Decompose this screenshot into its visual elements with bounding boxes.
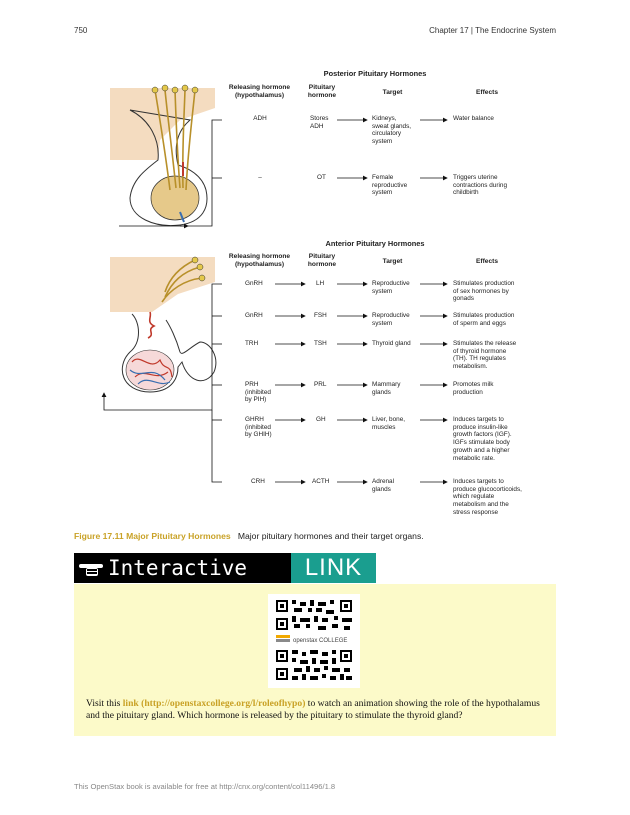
anterior-releasing-cell: GnRH (245, 312, 263, 319)
anterior-col-pituitary: Pituitary hormone (307, 253, 337, 268)
flow-arrows (101, 117, 448, 485)
anterior-pituitary-cell: PRL (314, 381, 327, 388)
anterior-releasing-cell: TRH (245, 340, 259, 347)
openstax-logo-text: openstax COLLEGE (293, 638, 347, 644)
anterior-effects-cell: Induces targets to produce glucocorticoi… (453, 478, 522, 516)
page-number: 750 (74, 26, 88, 35)
interactive-link-banner: Interactive LINK (74, 553, 376, 583)
anterior-pituitary-cell: ACTH (312, 478, 330, 485)
anterior-pituitary-cell: LH (316, 280, 325, 287)
anterior-effects-cell: Stimulates production of sperm and eggs (453, 312, 515, 327)
anterior-pituitary-illustration (110, 256, 217, 393)
anterior-effects-cell: Induces targets to produce insulin-like … (453, 416, 512, 462)
footer-text: This OpenStax book is available for free… (74, 782, 336, 791)
posterior-col-releasing: Releasing hormone (hypothalamus) (228, 84, 291, 99)
posterior-pituitary-illustration (110, 84, 215, 227)
anterior-target-cell: Mammary glands (372, 381, 401, 396)
interactive-body-text: Visit this link (http://openstaxcollege.… (86, 698, 546, 722)
anterior-releasing-cell: PRH (inhibited by PIH) (245, 381, 271, 404)
openstax-logo: openstax COLLEGE (276, 635, 347, 644)
anterior-target-cell: Reproductive system (372, 312, 410, 327)
anterior-col-target: Target (382, 258, 403, 265)
posterior-title: Posterior Pituitary Hormones (323, 69, 427, 78)
posterior-col-target: Target (382, 89, 403, 96)
posterior-target-cell: Kidneys, sweat glands, circulatory syste… (372, 115, 412, 146)
interactive-label: Interactive (108, 556, 248, 580)
anterior-effects-cell: Stimulates production of sex hormones by… (453, 280, 515, 303)
anterior-target-cell: Reproductive system (372, 280, 410, 295)
interactive-title-left: Interactive (74, 553, 291, 583)
interactive-text-before: Visit this (86, 698, 123, 709)
posterior-col-effects: Effects (476, 89, 498, 96)
interactive-title-right: LINK (291, 553, 376, 583)
anterior-title: Anterior Pituitary Hormones (325, 239, 425, 248)
anterior-pituitary-cell: GH (316, 416, 326, 423)
interactive-text-after: to watch an animation showing the role o… (86, 698, 540, 721)
anterior-col-releasing: Releasing hormone (hypothalamus) (228, 253, 291, 268)
posterior-pituitary-cell: OT (317, 174, 326, 181)
anterior-target-cell: Liver, bone, muscles (372, 416, 406, 431)
figure-caption-label: Figure 17.11 Major Pituitary Hormones (74, 531, 231, 541)
posterior-releasing-cell: ADH (253, 115, 267, 122)
posterior-effects-cell: Water balance (453, 115, 494, 122)
anterior-effects-cell: Promotes milk production (453, 381, 494, 396)
anterior-target-cell: Thyroid gland (372, 340, 411, 347)
anterior-releasing-cell: CRH (251, 478, 265, 485)
figure-caption-text: Major pituitary hormones and their targe… (237, 531, 424, 541)
posterior-effects-cell: Triggers uterine contractions during chi… (453, 174, 507, 197)
chapter-title: Chapter 17 | The Endocrine System (429, 26, 556, 35)
posterior-target-cell: Female reproductive system (372, 174, 408, 197)
interactive-link[interactable]: link (http://openstaxcollege.org/l/roleo… (122, 698, 306, 709)
posterior-pituitary-cell: Stores ADH (310, 115, 329, 130)
anterior-releasing-cell: GnRH (245, 280, 263, 287)
anterior-target-cell: Adrenal glands (372, 478, 395, 493)
posterior-col-pituitary: Pituitary hormone (307, 84, 337, 99)
anterior-pituitary-cell: TSH (314, 340, 327, 347)
anterior-effects-cell: Stimulates the release of thyroid hormon… (453, 340, 517, 371)
pointing-hand-icon (74, 553, 108, 583)
figure-caption: Figure 17.11 Major Pituitary Hormones Ma… (74, 531, 554, 541)
qr-code[interactable]: openstax COLLEGE (268, 594, 360, 688)
anterior-pituitary-cell: FSH (314, 312, 327, 319)
anterior-col-effects: Effects (476, 258, 498, 265)
posterior-releasing-cell: – (258, 174, 262, 181)
anterior-releasing-cell: GHRH (inhibited by GHIH) (245, 416, 272, 439)
